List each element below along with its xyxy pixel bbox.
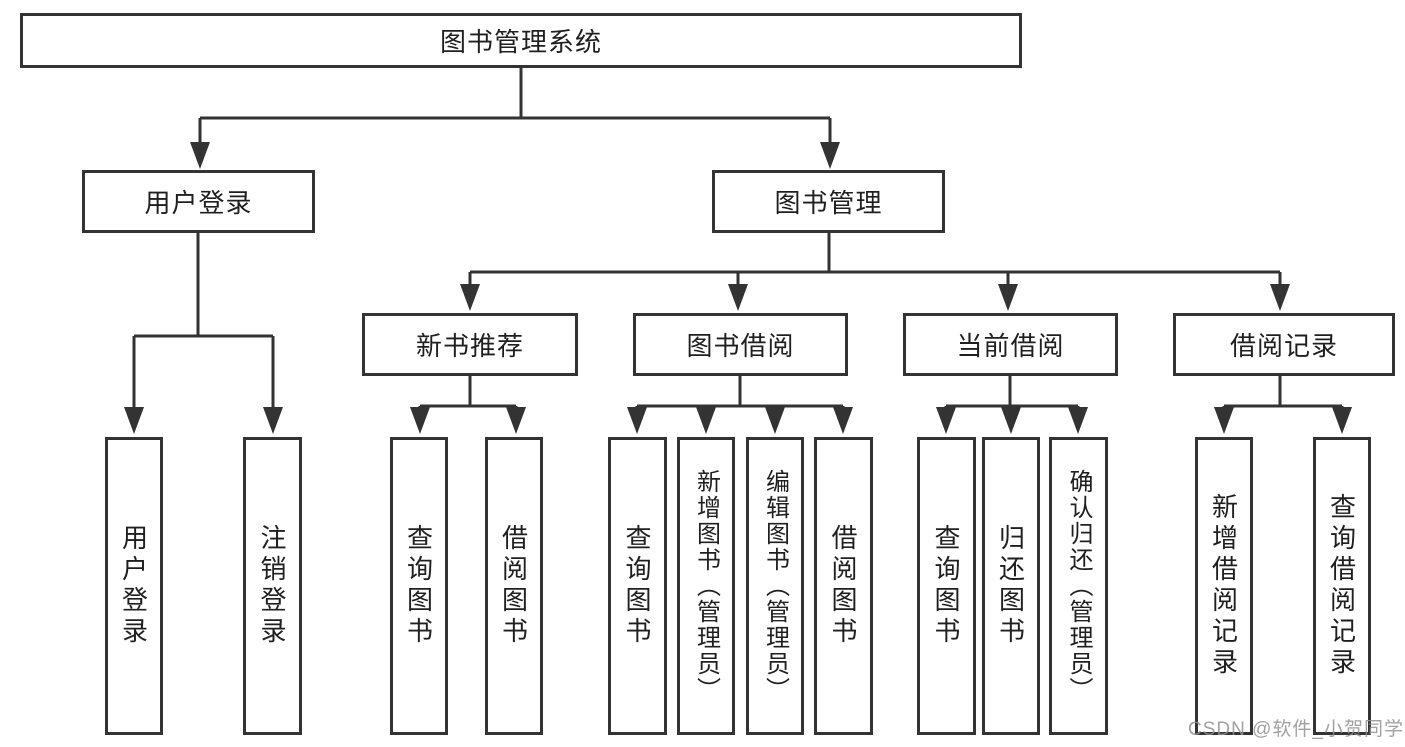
arrow-icon — [936, 407, 956, 434]
leaf-edit-book-admin: 编辑图书（管理员） — [746, 437, 804, 735]
leaf-borrow-book-recommend-label: 借阅图书 — [498, 524, 529, 648]
node-current-borrow: 当前借阅 — [903, 313, 1118, 376]
leaf-borrow-book: 借阅图书 — [814, 437, 873, 735]
leaf-logout: 注销登录 — [243, 437, 302, 735]
leaf-edit-book-admin-label: 编辑图书（管理员） — [761, 469, 789, 703]
leaf-confirm-return-admin-label: 确认归还（管理员） — [1065, 469, 1092, 703]
node-borrow-records-label: 借阅记录 — [1229, 331, 1338, 361]
arrow-icon — [833, 407, 853, 434]
node-book-management-label: 图书管理 — [774, 188, 883, 218]
connector-user-login — [132, 233, 275, 415]
node-book-management: 图书管理 — [712, 170, 945, 233]
leaf-add-borrow-record: 新增借阅记录 — [1195, 437, 1253, 735]
arrow-icon — [1001, 407, 1021, 434]
arrow-icon — [627, 407, 647, 434]
leaf-user-login: 用户登录 — [105, 437, 163, 735]
node-borrow-records: 借阅记录 — [1173, 313, 1395, 376]
leaf-user-login-label: 用户登录 — [118, 524, 149, 648]
leaf-return-book-label: 归还图书 — [995, 524, 1026, 648]
arrow-icon — [506, 407, 526, 434]
leaf-confirm-return-admin: 确认归还（管理员） — [1049, 437, 1108, 735]
arrow-icon — [1068, 407, 1088, 434]
leaf-add-book-admin: 新增图书（管理员） — [677, 437, 735, 735]
connector-book-management — [468, 233, 1282, 293]
leaf-query-borrow-record-label: 查询借阅记录 — [1326, 493, 1357, 679]
leaf-query-book-recommend-label: 查询图书 — [403, 524, 434, 648]
arrow-icon — [124, 407, 144, 434]
leaf-query-borrow-record: 查询借阅记录 — [1313, 437, 1371, 735]
node-book-borrow: 图书借阅 — [633, 313, 848, 376]
arrow-icon — [728, 284, 748, 311]
arrow-icon — [460, 284, 480, 311]
leaf-logout-label: 注销登录 — [257, 524, 287, 648]
leaf-query-book-current-label: 查询图书 — [931, 524, 961, 648]
arrow-icon — [820, 142, 840, 169]
arrow-icon — [696, 407, 716, 434]
leaf-borrow-book-recommend: 借阅图书 — [485, 437, 543, 735]
arrow-icon — [410, 407, 430, 434]
leaf-query-book-borrow-label: 查询图书 — [622, 524, 652, 648]
arrow-icon — [1270, 284, 1290, 311]
leaf-query-book-recommend: 查询图书 — [390, 437, 448, 735]
leaf-add-borrow-record-label: 新增借阅记录 — [1208, 493, 1239, 679]
node-root-label: 图书管理系统 — [439, 27, 602, 57]
leaf-query-book-current: 查询图书 — [917, 437, 976, 735]
connector-book-borrow — [635, 376, 845, 416]
leaf-query-book-borrow: 查询图书 — [608, 437, 667, 735]
node-user-login-label: 用户登录 — [144, 188, 253, 218]
watermark-text: CSDN @软件_小贺同学 — [1188, 719, 1404, 740]
arrow-icon — [765, 407, 785, 434]
node-current-borrow-label: 当前借阅 — [956, 331, 1065, 361]
arrowheads — [124, 142, 1352, 434]
node-book-borrow-label: 图书借阅 — [686, 331, 795, 361]
node-user-login: 用户登录 — [82, 170, 315, 233]
connector-borrow-records — [1222, 376, 1344, 416]
arrow-icon — [1332, 407, 1352, 434]
connector-root — [198, 68, 832, 150]
node-new-book-recommend: 新书推荐 — [362, 313, 578, 376]
arrow-icon — [263, 407, 283, 434]
leaf-add-book-admin-label: 新增图书（管理员） — [692, 469, 720, 703]
node-new-book-recommend-label: 新书推荐 — [415, 331, 524, 361]
arrow-icon — [1214, 407, 1234, 434]
node-root: 图书管理系统 — [20, 13, 1022, 68]
arrow-icon — [190, 142, 210, 169]
arrow-icon — [998, 284, 1018, 311]
leaf-return-book: 归还图书 — [982, 437, 1040, 735]
connector-new-book-recommend — [418, 376, 518, 416]
leaf-borrow-book-label: 借阅图书 — [828, 524, 858, 648]
